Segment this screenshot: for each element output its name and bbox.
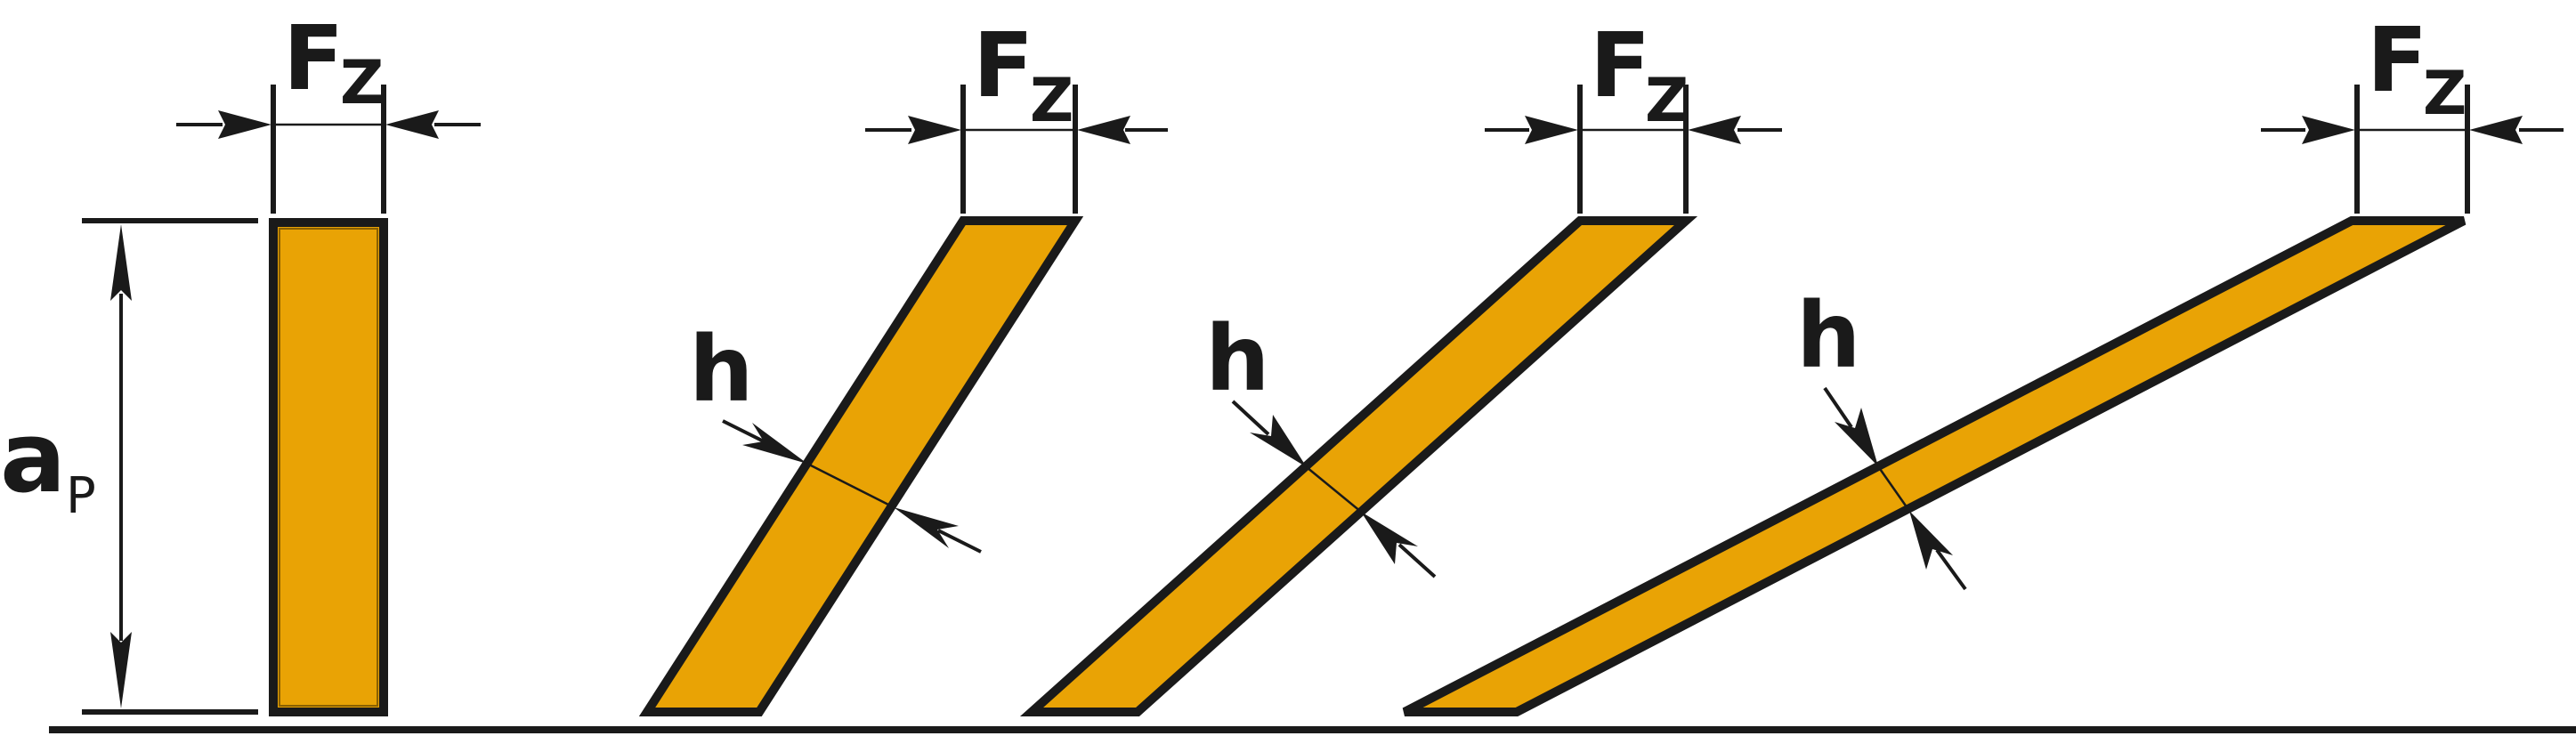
feed-4-arrow-right (2469, 116, 2523, 144)
feed-dimension-3: F Z (1485, 13, 1782, 214)
thickness-2-arrow-top (742, 423, 807, 464)
feed-4-label-F: F (2367, 8, 2427, 112)
thickness-4-tail-bottom (1935, 548, 1967, 591)
depth-label-subscript: P (66, 467, 96, 525)
thickness-4-label: h (1796, 283, 1861, 389)
thickness-3-tail-bottom (1397, 543, 1437, 578)
feed-3-label-F: F (1590, 13, 1650, 117)
feed-1-label-F: F (283, 6, 344, 110)
chip-vertical (269, 218, 388, 716)
thickness-3-label: h (1205, 306, 1270, 412)
feed-4-arrow-left (2302, 116, 2355, 144)
feed-2-label-subscript: Z (1030, 66, 1073, 136)
feed-4-label-subscript: Z (2423, 59, 2467, 129)
depth-label-a: a (0, 400, 66, 514)
thickness-2-label: h (689, 317, 754, 423)
feed-2-label-F: F (973, 13, 1033, 117)
chip-slant-shallow (1402, 216, 2467, 716)
feed-dimension-1: F Z (176, 6, 481, 214)
thickness-3-line (1306, 466, 1362, 513)
feed-2-arrow-left (908, 116, 961, 144)
depth-of-cut-dimension: a P (0, 218, 258, 715)
thickness-dimension-3: h (1205, 306, 1437, 578)
feed-3-arrow-left (1525, 116, 1578, 144)
chip-slant-steep-shape (638, 216, 1084, 716)
feed-dimension-4: F Z (2261, 8, 2564, 214)
chip-vertical-shape (269, 218, 388, 716)
thickness-2-tail-top (722, 419, 766, 444)
feed-1-arrow-right (385, 110, 439, 139)
thickness-2-line (806, 462, 895, 509)
thickness-4-line (1876, 465, 1911, 512)
feed-1-arrow-left (218, 110, 271, 139)
thickness-3-arrow-bottom (1361, 512, 1418, 564)
feed-1-label-subscript: Z (340, 48, 384, 118)
chip-slant-steep (638, 216, 1084, 716)
thickness-dimension-4: h (1796, 283, 1967, 591)
thickness-4-arrow-top (1835, 408, 1878, 466)
chip-slant-medium-shape (1019, 216, 1698, 716)
feed-3-arrow-right (1688, 116, 1741, 144)
thickness-4-tail-top (1823, 386, 1853, 429)
thickness-3-tail-top (1231, 400, 1270, 436)
thickness-4-arrow-bottom (1909, 511, 1953, 570)
thickness-2-tail-bottom (937, 529, 982, 554)
thickness-dimension-2: h (689, 317, 982, 554)
chip-slant-medium (1019, 216, 1698, 716)
thickness-2-arrow-bottom (894, 507, 959, 548)
depth-arrow-bottom (110, 632, 132, 708)
feed-dimension-2: F Z (865, 13, 1168, 214)
depth-arrow-top (110, 224, 132, 301)
feed-3-label-subscript: Z (1645, 66, 1689, 136)
feed-2-arrow-right (1077, 116, 1130, 144)
chip-slant-shallow-shape (1402, 216, 2467, 716)
chip-vertical-inner-edge (279, 228, 378, 707)
thickness-3-arrow-top (1250, 415, 1307, 467)
